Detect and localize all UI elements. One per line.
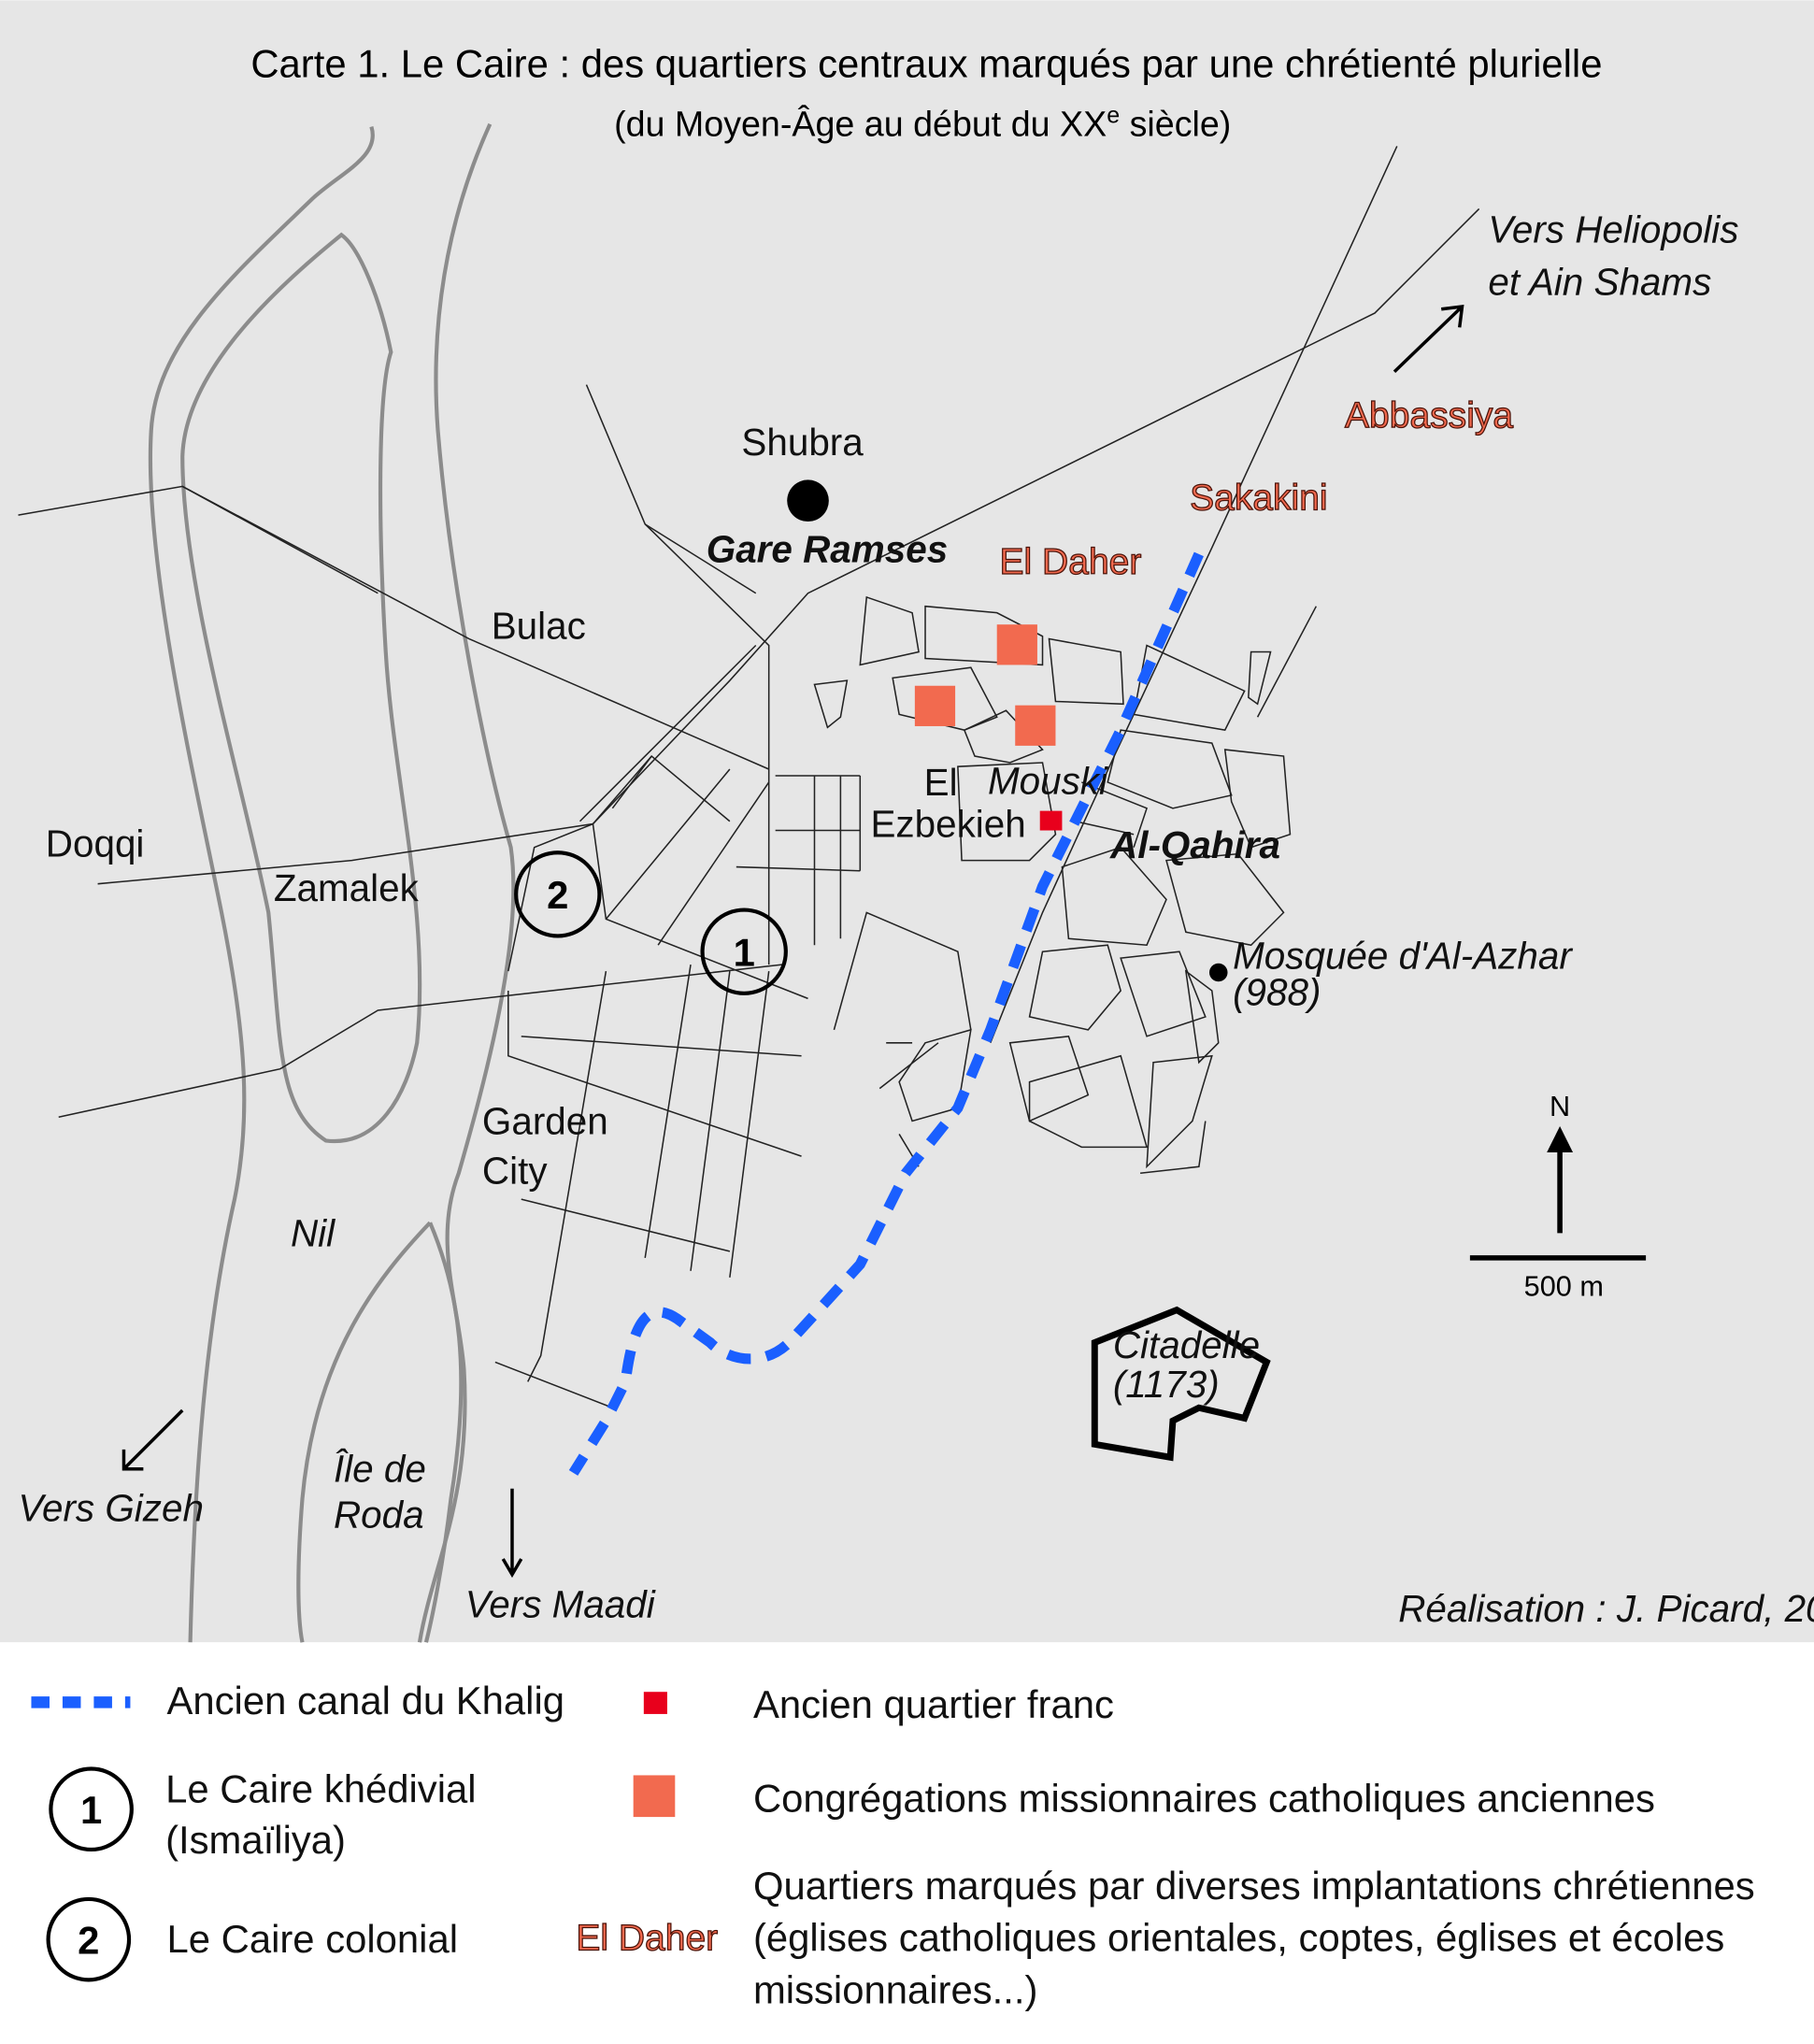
congregation-marker <box>914 685 956 726</box>
legend-canal: Ancien canal du Khalig <box>166 1679 564 1722</box>
street-network <box>18 146 1480 1408</box>
label-vers-heliopolis: Vers Heliopolis <box>1488 208 1738 251</box>
congregation-marker <box>1015 705 1056 746</box>
place-labels: Shubra Gare Ramses Bulac Doqqi Zamalek E… <box>19 208 1814 1630</box>
nile-river <box>148 122 516 1643</box>
khalig-canal <box>568 551 1204 1476</box>
citadel-outline <box>1091 1306 1271 1462</box>
label-city: City <box>482 1149 548 1192</box>
marker-circle <box>700 908 788 995</box>
arrow-heliopolis-icon <box>1393 304 1464 373</box>
legend-franc-swatch <box>643 1692 667 1714</box>
north-label: N <box>1550 1091 1570 1122</box>
direction-arrows <box>121 304 1464 1579</box>
al-azhar-dot <box>1209 963 1228 982</box>
label-citadelle-year: (1173) <box>1113 1363 1220 1406</box>
legend-background <box>0 1642 1814 2044</box>
label-al-qahira: Al-Qahira <box>1109 823 1280 866</box>
quarter-abbassiya: Abbassiya <box>1345 396 1513 436</box>
label-ezbekieh: Ezbekieh <box>870 802 1025 845</box>
label-nil: Nil <box>291 1211 336 1254</box>
legend-khedivial-2: (Ismaïliya) <box>165 1818 346 1862</box>
legend-colonial: Le Caire colonial <box>166 1917 458 1961</box>
legend-marker-1-number: 1 <box>80 1788 102 1832</box>
label-zamalek: Zamalek <box>274 866 420 909</box>
label-shubra: Shubra <box>741 421 864 464</box>
label-bulac: Bulac <box>492 605 586 648</box>
legend-marker-2-number: 2 <box>78 1918 99 1962</box>
legend-marker-2 <box>46 1896 132 1982</box>
legend-congregation-swatch <box>633 1775 676 1818</box>
legend-franc: Ancien quartier franc <box>753 1682 1114 1726</box>
legend-quartiers-1: Quartiers marqués par diverses implantat… <box>753 1864 1755 1908</box>
label-ain-shams: et Ain Shams <box>1488 260 1711 303</box>
gare-ramses-dot <box>787 479 829 522</box>
legend-congregations: Congrégations missionnaires catholiques … <box>753 1777 1655 1821</box>
scale-label: 500 m <box>1524 1270 1604 1302</box>
label-garden: Garden <box>482 1099 608 1142</box>
label-vers-maadi: Vers Maadi <box>465 1583 656 1626</box>
label-doqqi: Doqqi <box>46 822 145 865</box>
legend-quartiers-3: missionnaires...) <box>753 1967 1038 2011</box>
label-citadelle: Citadelle <box>1113 1323 1260 1366</box>
legend: Ancien canal du Khalig Ancien quartier f… <box>31 1679 1755 2011</box>
label-mouski: Mouski <box>988 759 1108 802</box>
label-el: El <box>924 761 958 804</box>
label-gare-ramses: Gare Ramses <box>707 527 948 570</box>
label-roda-1: Île de <box>334 1448 426 1491</box>
map-title: Carte 1. Le Caire : des quartiers centra… <box>250 42 1602 86</box>
subtitle-superscript: e <box>1107 102 1120 128</box>
label-mosquee-year: (988) <box>1233 970 1321 1013</box>
quarter-sakakini: Sakakini <box>1190 479 1328 519</box>
map-subtitle: (du Moyen-Âge au début du XXe siècle) <box>614 102 1231 143</box>
marker-number: 1 <box>734 931 755 975</box>
congregation-marker <box>996 624 1037 665</box>
legend-quarter-sample: El Daher <box>576 1918 718 1958</box>
legend-marker-1 <box>49 1766 134 1852</box>
arrow-maadi-icon <box>501 1488 523 1579</box>
quarter-el-daher: El Daher <box>1000 542 1142 582</box>
subtitle-end: siècle) <box>1120 104 1231 143</box>
marker-number: 2 <box>547 873 568 917</box>
credit: Réalisation : J. Picard, 2013 <box>1398 1587 1814 1630</box>
legend-quartiers-2: (églises catholiques orientales, coptes,… <box>753 1916 1724 1960</box>
marker-khedivial: 1 <box>700 908 788 995</box>
map-background <box>0 0 1814 1643</box>
arrow-gizeh-icon <box>121 1408 184 1471</box>
north-arrow-icon <box>1547 1126 1574 1234</box>
subtitle-main: (du Moyen-Âge au début du XX <box>614 104 1107 143</box>
legend-khedivial-1: Le Caire khédivial <box>165 1767 476 1811</box>
label-vers-gizeh: Vers Gizeh <box>19 1487 204 1530</box>
marker-colonial: 2 <box>514 850 602 938</box>
franc-quarter-marker <box>1039 810 1063 831</box>
marker-circle <box>514 850 602 938</box>
label-mosquee: Mosquée d'Al-Azhar <box>1233 934 1573 977</box>
label-roda-2: Roda <box>334 1494 424 1537</box>
